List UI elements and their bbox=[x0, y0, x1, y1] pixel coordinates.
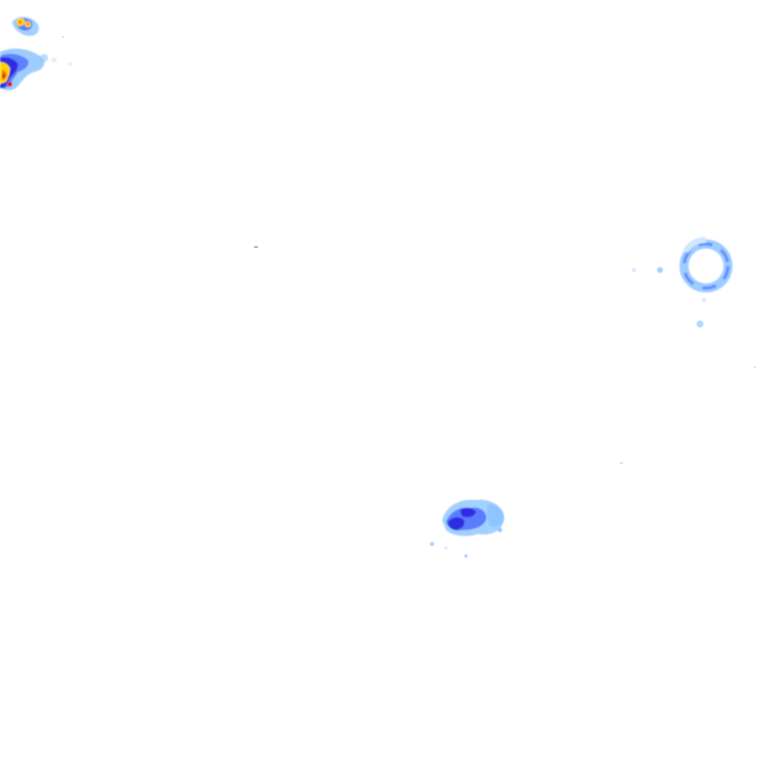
radar-echo-small-specks bbox=[62, 36, 756, 464]
radar-echo-top-left-small-cell bbox=[12, 16, 39, 36]
radar-echo-top-left-cell bbox=[0, 48, 72, 91]
radar-echo-right-ring-cell bbox=[632, 237, 733, 328]
radar-echo-lower-middle-cell bbox=[430, 499, 505, 558]
